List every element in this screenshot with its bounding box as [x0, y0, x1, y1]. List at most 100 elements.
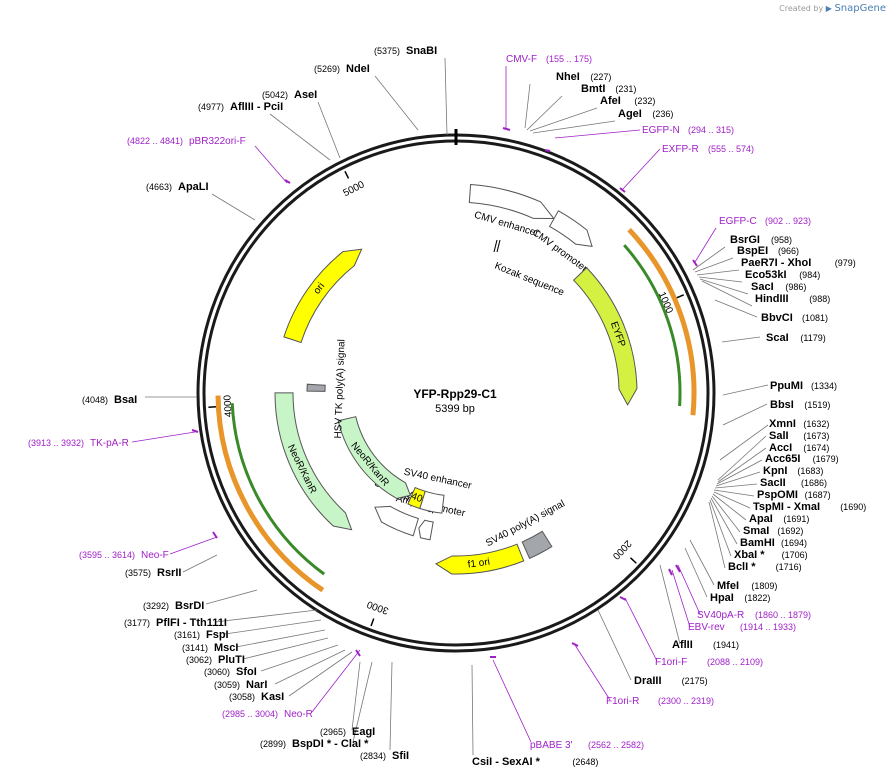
site-position: (1179) [800, 333, 825, 343]
primer-tk-pa-r[interactable]: (3913 .. 3932)TK-pA-R [28, 438, 129, 449]
site-pflfi-tth111i[interactable]: (3177)PflFI - Tth111I [124, 617, 227, 629]
site-bsrdi[interactable]: (3292)BsrDI [143, 600, 204, 612]
primer-name: EGFP-N [642, 125, 680, 136]
primer-egfp-n[interactable]: EGFP-N(294 .. 315) [642, 125, 734, 136]
leader-line [696, 269, 740, 276]
site-acci[interactable]: AccI(1674) [769, 442, 829, 454]
site-name: BsrGI [730, 234, 760, 246]
site-name: DraIII [634, 675, 662, 687]
site-kpni[interactable]: KpnI(1683) [763, 465, 823, 477]
primer-sv40pa-r[interactable]: SV40pA-R(1860 .. 1879) [697, 610, 811, 621]
site-bsai[interactable]: (4048)BsaI [82, 394, 137, 406]
primer-f1ori-f[interactable]: F1ori-F(2088 .. 2109) [655, 657, 763, 668]
primer-neo-r[interactable]: (2985 .. 3004)Neo-R [222, 709, 313, 720]
site-name: ApaI [749, 513, 773, 525]
site-name: Eco53kI [745, 269, 787, 281]
site-hindiii[interactable]: HindIII(988) [755, 293, 830, 305]
site-position: (3059) [214, 680, 240, 690]
site-position: (1691) [783, 514, 809, 524]
site-kasi[interactable]: (3058)KasI [229, 691, 284, 703]
site-bspei[interactable]: BspEI(966) [737, 245, 799, 257]
site-ndei[interactable]: (5269)NdeI [314, 63, 370, 75]
feature-hsv-tk-poly-a-signal[interactable]: HSV TK poly(A) signal [306, 339, 347, 439]
site-csii-sexai-[interactable]: CsiI - SexAI *(2648) [472, 756, 598, 768]
leader-line [699, 278, 749, 295]
site-mfei[interactable]: MfeI(1809) [717, 580, 777, 592]
created-by-text: Created by [779, 4, 824, 13]
primer-mark [212, 531, 218, 539]
feature-ori[interactable]: ori [283, 248, 363, 344]
leader-line [684, 547, 708, 598]
site-bcli-[interactable]: BclI *(1716) [728, 561, 802, 573]
primer-pbr322ori-f[interactable]: (4822 .. 4841)pBR322ori-F [127, 136, 246, 147]
site-bbsi[interactable]: BbsI(1519) [770, 399, 830, 411]
site-name: BmtI [581, 83, 605, 95]
site-apali[interactable]: (4663)ApaLI [146, 181, 209, 193]
primer-pbabe-3-[interactable]: pBABE 3'(2562 .. 2582) [530, 740, 644, 751]
primer-leader [677, 564, 701, 615]
site-rsrii[interactable]: (3575)RsrII [125, 567, 181, 579]
site-scai[interactable]: ScaI(1179) [766, 332, 826, 344]
site-pluti[interactable]: (3062)PluTI [186, 654, 245, 666]
site-snabi[interactable]: (5375)SnaBI [374, 45, 437, 57]
site-saci[interactable]: SacI(986) [751, 281, 806, 293]
leader-line [389, 661, 393, 751]
primer-mark [191, 429, 199, 433]
leader-line [269, 113, 331, 161]
site-bbvci[interactable]: BbvCI(1081) [761, 312, 828, 324]
site-acc65i[interactable]: Acc65I(1679) [765, 453, 839, 465]
site-asei[interactable]: (5042)AseI [262, 89, 317, 101]
primer-exfp-r[interactable]: EXFP-R(555 .. 574) [662, 144, 754, 155]
site-position: (5042) [262, 90, 288, 100]
feature-f1-ori[interactable]: f1 ori [434, 543, 525, 575]
site-sfoi[interactable]: (3060)SfoI [204, 666, 257, 678]
site-fspi[interactable]: (3161)FspI [174, 629, 229, 641]
leader-line [722, 384, 769, 396]
site-name: PflFI - Tth111I [156, 617, 227, 629]
site-afei[interactable]: AfeI(232) [600, 95, 655, 107]
scale-tick [629, 557, 637, 564]
site-draiii[interactable]: DraIII(2175) [634, 675, 708, 687]
primer-leader [492, 659, 532, 743]
site-name: HindIII [755, 293, 789, 305]
primer-range: (155 .. 175) [546, 54, 592, 64]
site-agei[interactable]: AgeI(236) [618, 108, 673, 120]
site-ppumi[interactable]: PpuMI(1334) [770, 380, 837, 392]
site-xbai-[interactable]: XbaI *(1706) [734, 549, 808, 561]
site-xmni[interactable]: XmnI(1632) [769, 418, 829, 430]
site-bamhi[interactable]: BamHI(1694) [740, 537, 807, 549]
feature-label: f1 ori [467, 557, 490, 571]
feature-sv40-poly-a-signal[interactable]: SV40 poly(A) signal [484, 498, 567, 560]
site-name: BbvCI [761, 312, 793, 324]
site-bsrgi[interactable]: BsrGI(958) [730, 234, 792, 246]
site-sacii[interactable]: SacII(1686) [760, 477, 827, 489]
site-pspomi[interactable]: PspOMI(1687) [757, 489, 831, 501]
site-hpai[interactable]: HpaI(1822) [710, 592, 770, 604]
site-afliii-pcii[interactable]: (4977)AflIII - PciI [198, 101, 283, 113]
site-bmti[interactable]: BmtI(231) [581, 83, 636, 95]
primer-cmv-f[interactable]: CMV-F(155 .. 175) [506, 54, 592, 65]
site-apai[interactable]: ApaI (1691) [749, 513, 809, 525]
site-name: KasI [261, 691, 284, 703]
site-sfii[interactable]: (2834)SfiI [360, 750, 409, 762]
primer-range: (2300 .. 2319) [658, 696, 714, 706]
site-name: KpnI [763, 465, 787, 477]
site-smai[interactable]: SmaI(1692) [743, 525, 803, 537]
primer-f1ori-r[interactable]: F1ori-R(2300 .. 2319) [606, 696, 714, 707]
site-paer7i-xhoi[interactable]: PaeR7I - XhoI(979) [741, 257, 856, 269]
feature-cmv-promoter[interactable]: CMV promoter [530, 210, 593, 275]
site-aflii[interactable]: AflII(1941) [672, 639, 739, 651]
site-eco53ki[interactable]: Eco53kI(984) [745, 269, 820, 281]
feature-eyfp[interactable]: EYFP [572, 267, 638, 406]
site-msci[interactable]: (3141)MscI [182, 642, 238, 654]
primer-egfp-c[interactable]: EGFP-C(902 .. 923) [719, 216, 811, 227]
primer-ebv-rev[interactable]: EBV-rev(1914 .. 1933) [688, 622, 796, 633]
site-name: NdeI [346, 63, 370, 75]
site-sali[interactable]: SalI(1673) [769, 430, 829, 442]
primer-neo-f[interactable]: (3595 .. 3614)Neo-F [79, 550, 169, 561]
site-nari[interactable]: (3059)NarI [214, 679, 267, 691]
site-nhei[interactable]: NheI(227) [556, 71, 611, 83]
site-eagi[interactable]: (2965)EagI [320, 726, 375, 738]
site-tspmi-xmai[interactable]: TspMI - XmaI(1690) [753, 501, 866, 513]
site-bspdi-clai-[interactable]: (2899)BspDI * - ClaI * [260, 738, 369, 750]
